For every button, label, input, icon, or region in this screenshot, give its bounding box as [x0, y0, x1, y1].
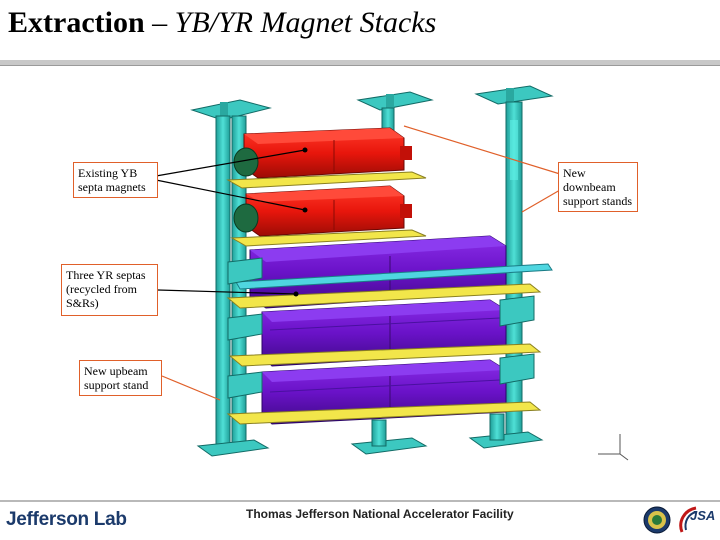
facility-name: Thomas Jefferson National Accelerator Fa… [246, 507, 514, 521]
jefferson-lab-logo: Jefferson Lab [6, 509, 127, 530]
yb-septa-magnets [233, 127, 412, 237]
title-subtitle: YB/YR Magnet Stacks [174, 6, 437, 39]
title-divider-shadow [0, 65, 720, 66]
slide-title: Extraction – YB/YR Magnet Stacks [8, 6, 436, 40]
jsa-logo-text: JSA [690, 508, 716, 523]
beam-pipe [235, 263, 553, 290]
callout-existing-yb-text: Existing YB septa magnets [78, 166, 146, 194]
magnet-stack-illustration [155, 85, 629, 461]
orange-leader-lines [161, 125, 561, 401]
callout-three-yr-text: Three YR septas (recycled from S&Rs) [66, 268, 146, 310]
top-mounting-plates [190, 85, 554, 121]
leader-lines [155, 149, 306, 295]
base-feet [196, 413, 544, 457]
footer-divider [0, 500, 720, 502]
callout-new-upbeam: New upbeam support stand [79, 360, 162, 396]
callout-three-yr: Three YR septas (recycled from S&Rs) [61, 264, 158, 316]
side-brackets [227, 257, 535, 399]
doe-seal-icon [643, 506, 671, 534]
jsa-logo-icon [679, 506, 697, 533]
yr-septa-magnets [249, 235, 507, 425]
support-shelves [226, 171, 542, 425]
callout-new-upbeam-text: New upbeam support stand [84, 364, 149, 392]
callout-existing-yb: Existing YB septa magnets [73, 162, 158, 198]
title-main: Extraction [8, 6, 145, 39]
leader-dots [293, 147, 308, 297]
axis-marker [598, 434, 629, 461]
title-dash: – [144, 6, 175, 39]
title-divider [0, 60, 720, 65]
callout-new-downbeam-text: New downbeam support stands [563, 166, 632, 208]
callout-new-downbeam: New downbeam support stands [558, 162, 638, 212]
slide-footer [0, 500, 720, 540]
